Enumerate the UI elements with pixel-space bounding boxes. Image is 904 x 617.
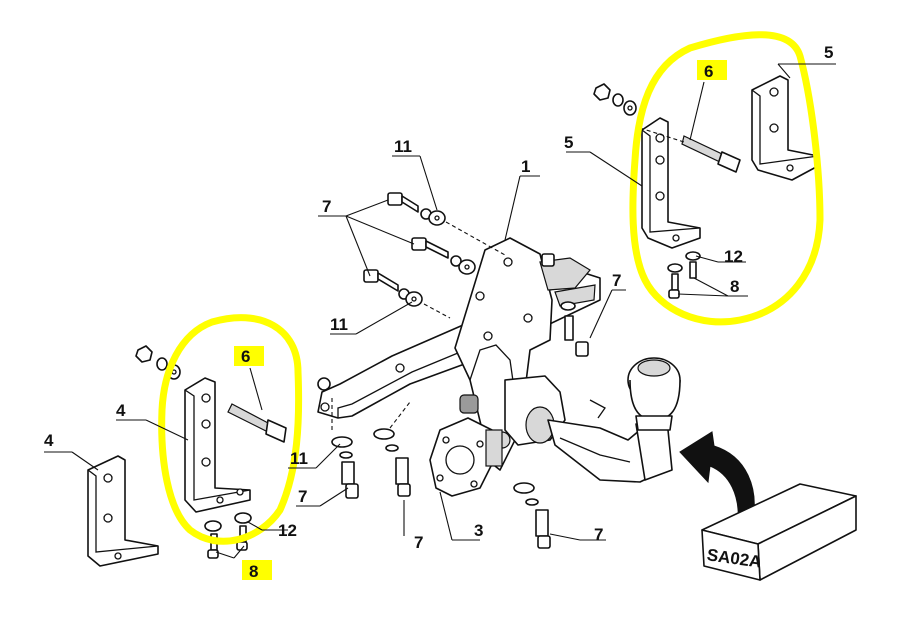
label-12-left: 12 [278, 521, 297, 540]
label-11-mid: 11 [330, 315, 348, 334]
label-1: 1 [521, 157, 530, 176]
label-5-right: 5 [824, 43, 833, 62]
label-4-left: 4 [44, 431, 54, 450]
leader-lines [44, 63, 836, 559]
bolt-set-bottom [317, 253, 589, 549]
kit-box: SA02A [701, 483, 857, 581]
highlight-marks [158, 31, 824, 580]
label-4-mid: 4 [116, 401, 126, 420]
label-5-left: 5 [564, 133, 573, 152]
label-7-low-left: 7 [298, 487, 307, 506]
direction-arrow [679, 431, 755, 525]
label-6-left: 6 [241, 347, 250, 366]
label-8-right: 8 [730, 277, 739, 296]
label-8-left: 8 [249, 562, 258, 581]
part-labels: 1 11 7 11 11 7 7 3 7 7 5 5 6 12 8 4 4 6 … [44, 43, 833, 581]
label-7-top: 7 [322, 197, 331, 216]
socket-plate [429, 417, 503, 497]
label-7-bottom: 7 [414, 533, 423, 552]
right-bracket-group [593, 75, 819, 299]
bolt-set-left [363, 192, 506, 319]
label-12-right: 12 [724, 247, 743, 266]
label-6-right: 6 [704, 62, 713, 81]
tow-ball-neck [504, 357, 681, 483]
label-7-bottom-right: 7 [594, 525, 603, 544]
main-frame [317, 237, 601, 471]
label-3: 3 [474, 521, 483, 540]
label-7-right: 7 [612, 271, 621, 290]
label-11-top: 11 [394, 137, 412, 156]
label-11-low: 11 [290, 449, 308, 468]
left-bracket-group [87, 345, 287, 567]
